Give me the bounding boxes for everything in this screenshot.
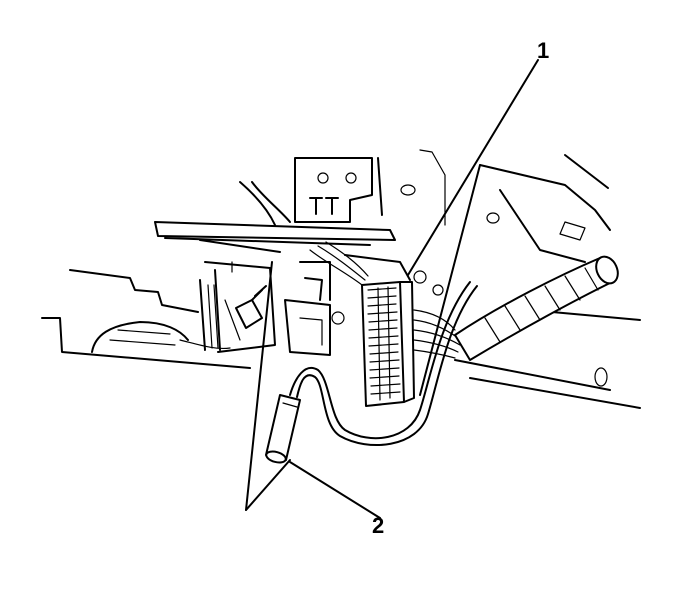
horizontal-rail (154, 221, 396, 253)
dash-panel-left (41, 269, 251, 369)
callout-label-2: 2 (372, 513, 385, 538)
center-mount (204, 261, 345, 356)
main-connector (344, 254, 444, 407)
left-harness (179, 279, 267, 351)
test-probe-lead (265, 281, 478, 464)
leader-lines (245, 59, 539, 519)
callout-label-1: 1 (537, 38, 550, 63)
upper-bracket (239, 157, 383, 226)
wrapped-harness (454, 255, 619, 361)
